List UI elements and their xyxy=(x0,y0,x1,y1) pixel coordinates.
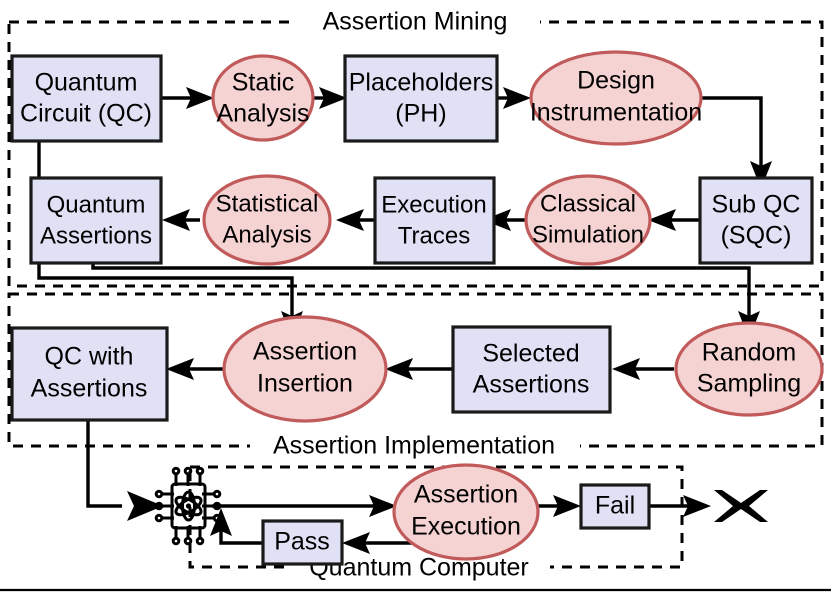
edge-pass-to-quantum-chip xyxy=(210,508,263,545)
node-sub-qc-line1: Sub QC xyxy=(712,191,801,219)
node-execution-traces-line2: Traces xyxy=(398,222,470,249)
node-random-sampling[interactable]: Random Sampling xyxy=(674,321,824,417)
node-sub-qc-line2: (SQC) xyxy=(721,222,792,250)
node-quantum-assertions-line1: Quantum xyxy=(47,191,146,218)
node-classical-simulation-line1: Classical xyxy=(540,190,636,217)
node-assertion-insertion-line2: Insertion xyxy=(257,370,353,398)
node-statistical-analysis-line2: Analysis xyxy=(222,221,311,248)
node-sub-qc[interactable]: Sub QC (SQC) xyxy=(698,176,814,265)
node-execution-traces-line1: Execution xyxy=(381,191,486,218)
node-design-instrumentation[interactable]: Design Instrumentation xyxy=(529,50,703,146)
node-assertion-execution-line1: Assertion xyxy=(414,481,518,509)
node-statistical-analysis-line1: Statistical xyxy=(216,190,319,217)
mask-impl-label xyxy=(250,433,580,460)
node-placeholders[interactable]: Placeholders (PH) xyxy=(343,54,499,143)
group-frame-assertion-mining xyxy=(7,20,824,288)
node-static-analysis-line1: Static xyxy=(232,69,295,97)
edge-selected-assertions-to-assertion-insertion xyxy=(385,358,453,380)
node-classical-simulation-line2: Simulation xyxy=(532,221,644,248)
edge-assertion-insertion-to-qc-with-assertions xyxy=(166,358,224,380)
node-quantum-assertions[interactable]: Quantum Assertions xyxy=(29,176,163,265)
node-qc-with-assertions-line1: QC with xyxy=(45,343,134,371)
node-classical-simulation[interactable]: Classical Simulation xyxy=(524,174,652,266)
edge-qc-to-static-analysis xyxy=(161,87,214,109)
group-label-assertion-implementation: Assertion Implementation xyxy=(273,432,555,460)
node-assertion-execution-line2: Execution xyxy=(411,513,521,541)
node-quantum-circuit[interactable]: Quantum Circuit (QC) xyxy=(10,54,163,143)
node-fail[interactable]: Fail xyxy=(579,483,651,530)
node-statistical-analysis[interactable]: Statistical Analysis xyxy=(202,174,332,266)
node-selected-assertions-line1: Selected xyxy=(482,340,579,368)
group-label-quantum-computer: Quantum Computer xyxy=(309,554,529,582)
node-selected-assertions[interactable]: Selected Assertions xyxy=(451,325,612,414)
edge-quantum-chip-to-assertion-execution xyxy=(212,495,397,517)
edge-placeholders-to-design-instrumentation xyxy=(496,87,531,109)
edge-random-sampling-to-selected-assertions xyxy=(612,358,674,380)
edge-classical-simulation-to-execution-traces xyxy=(483,209,528,231)
edge-fail-to-terminator xyxy=(648,495,711,517)
edge-static-analysis-to-placeholders xyxy=(311,87,347,109)
node-placeholders-line1: Placeholders xyxy=(349,69,494,97)
edge-execution-traces-to-statistical-analysis xyxy=(336,209,374,231)
mask-mining-label xyxy=(290,8,540,36)
edge-design-instrumentation-to-sub-qc xyxy=(700,96,772,189)
node-assertion-execution[interactable]: Assertion Execution xyxy=(392,463,540,561)
node-design-instrumentation-line2: Instrumentation xyxy=(530,99,702,127)
node-fail-label: Fail xyxy=(595,492,635,520)
node-pass-label: Pass xyxy=(274,528,330,556)
group-label-assertion-mining: Assertion Mining xyxy=(323,8,508,36)
node-pass[interactable]: Pass xyxy=(261,519,344,566)
node-quantum-circuit-line2: Circuit (QC) xyxy=(20,100,152,128)
node-qc-with-assertions-line2: Assertions xyxy=(31,375,148,403)
node-static-analysis[interactable]: Static Analysis xyxy=(211,54,315,142)
edge-sub-qc-to-classical-simulation xyxy=(648,209,699,231)
node-quantum-circuit-line1: Quantum xyxy=(35,69,138,97)
edge-statistical-analysis-to-quantum-assertions xyxy=(162,209,200,231)
node-static-analysis-line2: Analysis xyxy=(216,100,309,128)
node-random-sampling-line2: Sampling xyxy=(697,370,801,398)
quantum-chip-icon[interactable] xyxy=(154,466,222,546)
edge-quantum-assertions-to-random-sampling xyxy=(91,259,760,339)
node-assertion-insertion-line1: Assertion xyxy=(253,338,357,366)
node-placeholders-line2: (PH) xyxy=(395,100,446,128)
edge-qc-with-assertions-to-quantum-chip xyxy=(86,420,163,521)
atom-icon xyxy=(174,490,203,522)
node-execution-traces[interactable]: Execution Traces xyxy=(373,176,496,265)
node-selected-assertions-line2: Assertions xyxy=(473,371,590,399)
node-design-instrumentation-line1: Design xyxy=(577,67,655,95)
edge-assertion-execution-to-fail xyxy=(534,495,581,517)
node-random-sampling-line1: Random xyxy=(702,339,797,367)
node-quantum-assertions-line2: Assertions xyxy=(40,222,152,249)
node-qc-with-assertions[interactable]: QC with Assertions xyxy=(10,326,169,422)
node-assertion-insertion[interactable]: Assertion Insertion xyxy=(222,315,388,423)
cross-terminator-icon xyxy=(714,490,768,522)
